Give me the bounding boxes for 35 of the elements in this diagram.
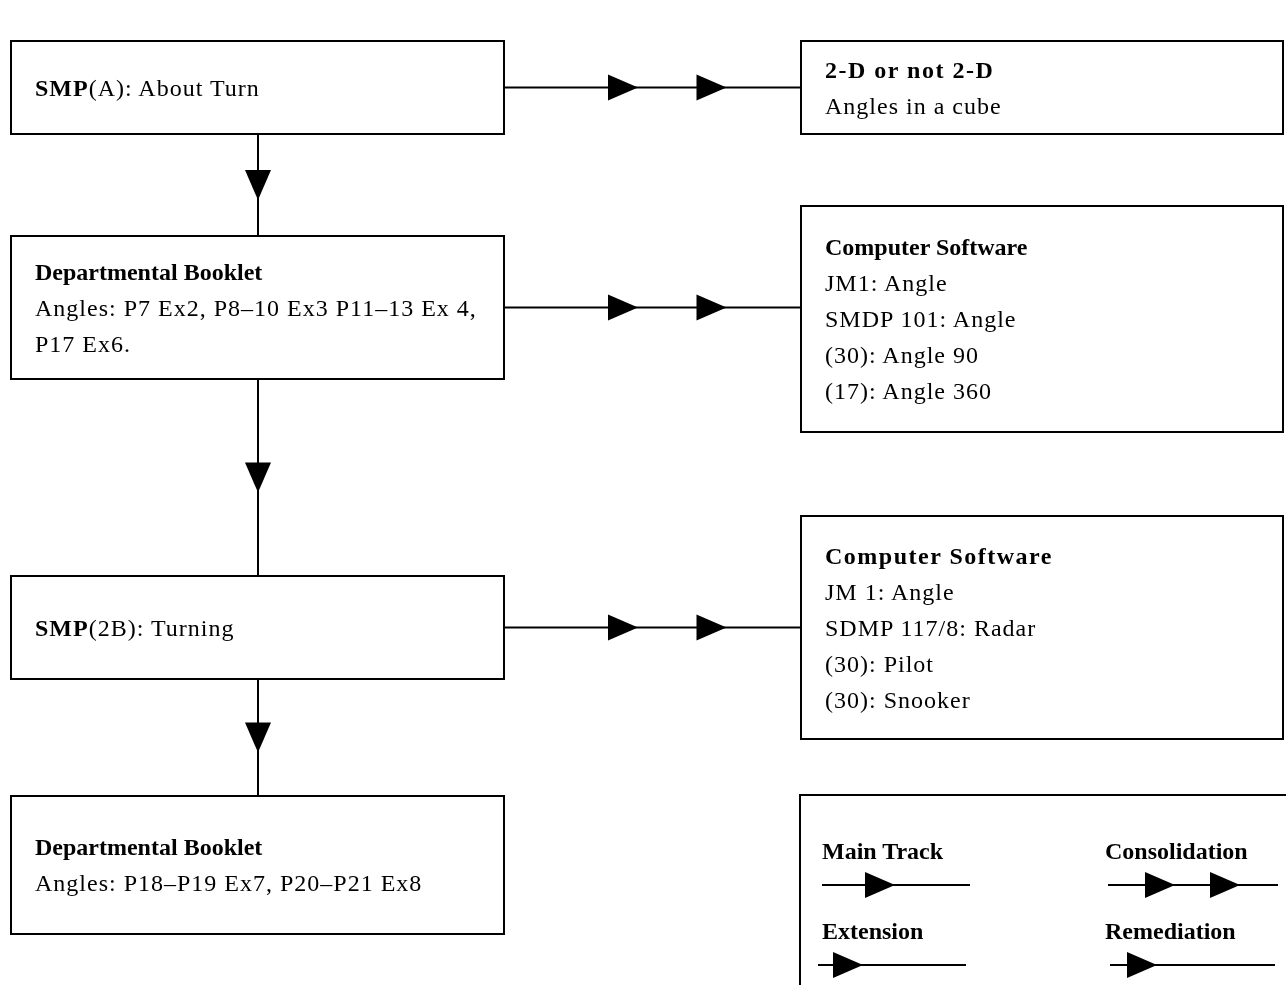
box-text: (30): Pilot bbox=[825, 649, 935, 679]
box-text: JM1: Angle bbox=[825, 269, 949, 298]
box-text: (30): Angle 90 bbox=[825, 341, 980, 370]
box-text: Angles in a cube bbox=[825, 91, 1003, 121]
box-text: SDMP 117/8: Radar bbox=[825, 613, 1038, 643]
box-heading: Departmental Booklet bbox=[35, 833, 264, 862]
legend-label: Remediation bbox=[1105, 917, 1236, 946]
box-heading: Computer Software bbox=[825, 541, 1054, 571]
process-box bbox=[10, 235, 505, 380]
box-text: JM 1: Angle bbox=[825, 577, 956, 607]
process-box bbox=[800, 205, 1284, 433]
arrow bbox=[504, 614, 801, 641]
box-text: SMP(2B): Turning bbox=[35, 613, 236, 643]
arrow bbox=[245, 379, 271, 576]
process-box bbox=[10, 795, 505, 935]
process-box bbox=[800, 40, 1284, 135]
box-text: SMDP 101: Angle bbox=[825, 305, 1018, 334]
legend-label: Consolidation bbox=[1105, 837, 1248, 866]
legend-label: Main Track bbox=[822, 837, 944, 866]
box-heading: Departmental Booklet bbox=[35, 257, 264, 287]
box-heading: Computer Software bbox=[825, 233, 1029, 262]
arrow bbox=[245, 134, 271, 236]
box-text: Angles: P7 Ex2, P8–10 Ex3 P11–13 Ex 4, P17 Ex6. bbox=[35, 293, 478, 359]
legend-label: Extension bbox=[822, 917, 924, 946]
box-text: (30): Snooker bbox=[825, 685, 972, 715]
box-text: SMP(A): About Turn bbox=[35, 73, 261, 103]
box-text: (17): Angle 360 bbox=[825, 377, 993, 406]
process-box bbox=[10, 575, 505, 680]
box-text: Angles: P18–P19 Ex7, P20–P21 Ex8 bbox=[35, 869, 424, 898]
process-box bbox=[10, 40, 505, 135]
process-box bbox=[800, 515, 1284, 740]
arrow bbox=[504, 74, 801, 101]
arrow bbox=[245, 679, 271, 796]
box-heading: 2-D or not 2-D bbox=[825, 55, 996, 85]
arrow bbox=[504, 294, 801, 321]
